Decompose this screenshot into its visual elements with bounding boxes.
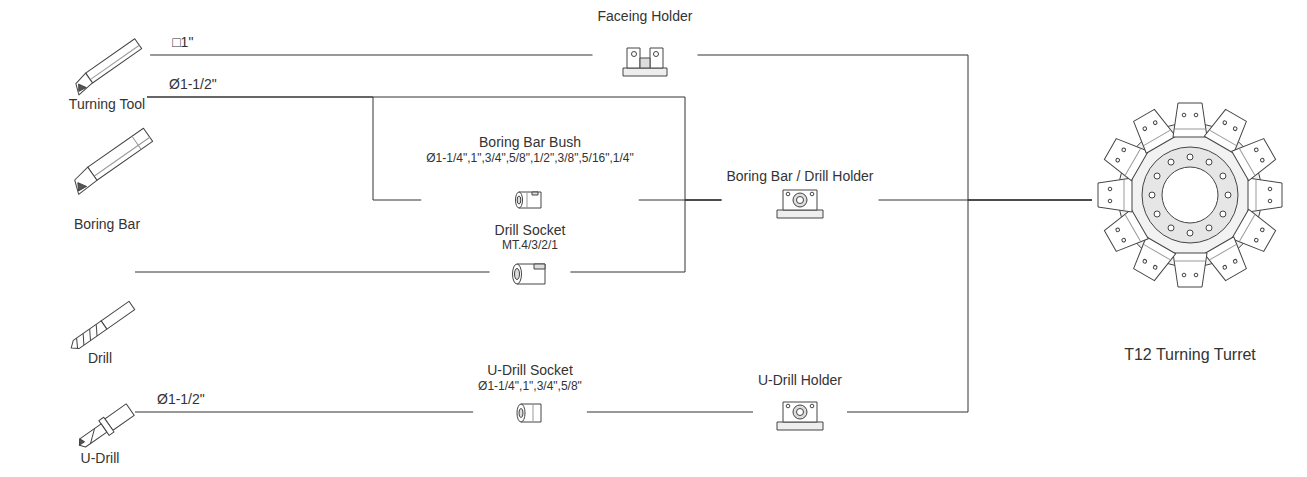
item-label: Boring Bar Bush <box>479 134 581 150</box>
turret-station <box>1248 178 1282 212</box>
u-drill-socket-icon <box>517 404 541 422</box>
turret-hole <box>1206 225 1212 231</box>
size-spec: Ø1-1/4",1",3/4",5/8" <box>478 380 582 394</box>
connector-line <box>150 55 592 56</box>
turret-hub <box>1142 147 1238 243</box>
connector-line <box>570 200 721 272</box>
connector-line <box>135 272 490 273</box>
turret-hole <box>1168 159 1174 165</box>
item-label: Drill <box>88 350 112 366</box>
u-drill-icon <box>74 402 135 452</box>
adapter-item: U-Drill SocketØ1-1/4",1",3/4",5/8" <box>473 362 587 430</box>
size-label: □1" <box>170 34 195 50</box>
size-spec: Ø1-1/4",1",3/4",5/8",1/2",3/8",5/16",1/4… <box>426 152 634 166</box>
turret-icon <box>1098 103 1282 287</box>
turret-station <box>1102 209 1148 255</box>
connector-line <box>847 200 1092 412</box>
faceing-holder-icon <box>623 48 667 76</box>
turret-hole <box>1187 230 1193 236</box>
turret-center <box>1162 167 1218 223</box>
turret-station <box>1232 134 1278 180</box>
tool-item: U-Drill <box>65 395 135 469</box>
item-label: Boring Bar <box>74 216 140 232</box>
turret-hole <box>1168 225 1174 231</box>
turret-hole <box>1220 211 1226 217</box>
item-label: Turning Tool <box>69 96 145 112</box>
tool-item: Turning Tool <box>64 30 150 118</box>
adapter-item: Boring Bar BushØ1-1/4",1",3/4",5/8",1/2"… <box>421 134 639 216</box>
size-label: Ø1-1/2" <box>167 76 219 92</box>
connector-line <box>587 412 753 413</box>
size-spec: MT.4/3/2/1 <box>502 239 558 253</box>
boring-bar-bush-icon <box>516 192 542 208</box>
drill-icon <box>68 301 134 352</box>
item-label: T12 Turning Turret <box>1124 346 1256 364</box>
turret-hole <box>1187 154 1193 160</box>
turret-item: T12 Turning Turret <box>1092 96 1288 378</box>
item-label: U-Drill Socket <box>487 362 573 378</box>
connector-line <box>147 97 721 200</box>
turret-station <box>1173 253 1207 287</box>
turret-station <box>1204 237 1250 283</box>
item-label: Boring Bar / Drill Holder <box>726 168 873 184</box>
turret-hole <box>1206 159 1212 165</box>
turning-tool-icon <box>71 39 143 95</box>
item-label: U-Drill <box>81 450 120 466</box>
item-label: Faceing Holder <box>598 8 693 24</box>
turret-hole <box>1220 173 1226 179</box>
holder-item: Boring Bar / Drill Holder <box>721 168 878 222</box>
size-label: Ø1-1/2" <box>155 391 207 407</box>
boring-bar-icon <box>69 128 153 194</box>
connector-line <box>135 412 473 413</box>
tool-item: Drill <box>65 262 135 368</box>
turret-hole <box>1154 173 1160 179</box>
connector-line <box>147 97 421 200</box>
holder-item: U-Drill Holder <box>753 372 847 434</box>
item-label: U-Drill Holder <box>758 372 842 388</box>
turret-station <box>1129 107 1175 153</box>
holder-item: Faceing Holder <box>593 8 698 82</box>
boring-bar-drill-holder-icon <box>777 190 823 218</box>
turret-hole <box>1154 211 1160 217</box>
drill-socket-icon <box>513 264 546 284</box>
adapter-item: Drill SocketMT.4/3/2/1 <box>490 222 571 292</box>
turret-body <box>1118 123 1262 267</box>
turret-station <box>1098 178 1132 212</box>
connector-line <box>697 55 1092 200</box>
item-label: Drill Socket <box>495 222 566 238</box>
turret-hole <box>1225 192 1231 198</box>
u-drill-holder-icon <box>777 402 823 430</box>
turret-hole <box>1149 192 1155 198</box>
turret-station <box>1173 103 1207 137</box>
